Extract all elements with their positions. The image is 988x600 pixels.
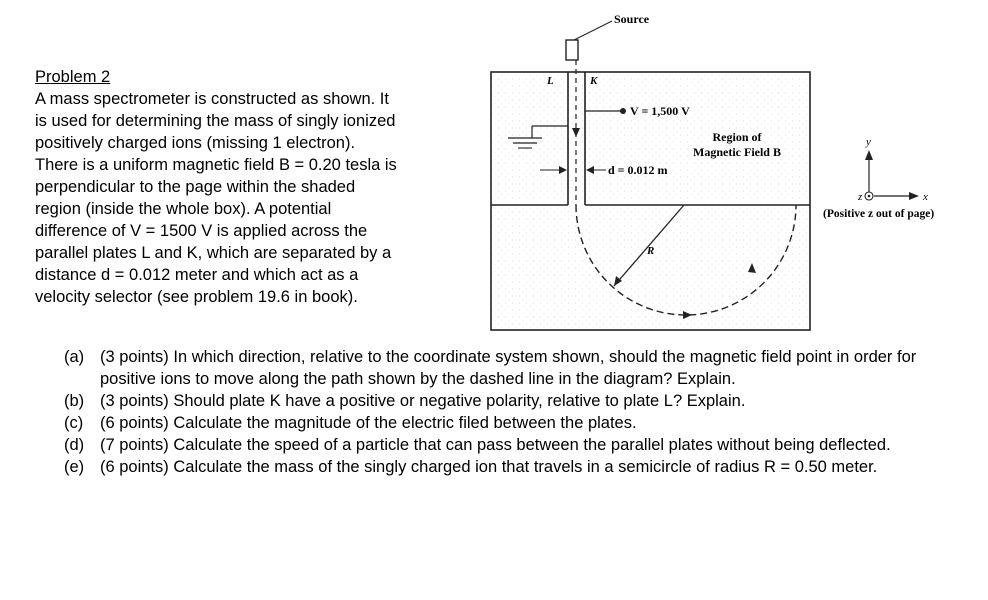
radius-label: R: [646, 245, 654, 257]
z-axis-label: z: [857, 191, 863, 203]
problem-body: A mass spectrometer is constructed as sh…: [35, 88, 475, 308]
problem-line: is used for determining the mass of sing…: [35, 112, 396, 130]
region-label-line1: Region of: [713, 130, 763, 144]
question-part: (d) (7 points) Calculate the speed of a …: [64, 434, 944, 456]
problem-line: difference of V = 1500 V is applied acro…: [35, 222, 368, 240]
voltage-label: V = 1,500 V: [630, 104, 690, 118]
part-label: (c): [64, 414, 84, 432]
problem-statement: Problem 2 A mass spectrometer is constru…: [35, 66, 475, 308]
radius-arrowhead: [614, 276, 622, 286]
y-axis-label: y: [865, 136, 871, 148]
problem-title: Problem 2: [35, 68, 111, 86]
problem-line: positively charged ions (missing 1 elect…: [35, 134, 356, 152]
path-arrow-down: [572, 128, 580, 137]
part-text: (3 points) Should plate K have a positiv…: [100, 392, 746, 410]
field-region-box: [490, 71, 811, 331]
source-label: Source: [614, 12, 650, 26]
part-text: (3 points) In which direction, relative …: [100, 348, 917, 388]
ion-path-semicircle: [575, 204, 797, 316]
question-part: (a) (3 points) In which direction, relat…: [64, 346, 944, 390]
part-label: (d): [64, 436, 85, 454]
problem-line: There is a uniform magnetic field B = 0.…: [35, 156, 397, 174]
y-axis-arrowhead: [865, 150, 873, 160]
path-arrow-bottom: [683, 311, 692, 319]
voltage-terminal: [620, 108, 626, 114]
radius-line: [613, 204, 685, 287]
problem-line: parallel plates L and K, which are separ…: [35, 244, 392, 262]
z-axis-dot: [867, 194, 871, 198]
distance-label: d = 0.012 m: [608, 163, 668, 177]
question-part: (b) (3 points) Should plate K have a pos…: [64, 390, 944, 412]
part-text: (7 points) Calculate the speed of a part…: [100, 436, 891, 454]
path-arrow-up: [748, 263, 756, 273]
part-label: (a): [64, 348, 85, 366]
part-label: (e): [64, 458, 85, 476]
x-axis-arrowhead: [909, 192, 919, 200]
ion-source: [565, 39, 579, 61]
problem-line: velocity selector (see problem 19.6 in b…: [35, 288, 358, 306]
question-parts: (a) (3 points) In which direction, relat…: [64, 346, 944, 478]
part-text: (6 points) Calculate the magnitude of th…: [100, 414, 637, 432]
plate-k-label: K: [589, 75, 598, 87]
region-label-line2: Magnetic Field B: [693, 145, 781, 159]
part-text: (6 points) Calculate the mass of the sin…: [100, 458, 878, 476]
positive-z-note: (Positive z out of page): [823, 208, 934, 220]
d-arrowhead-right: [586, 166, 594, 174]
x-axis-label: x: [922, 191, 928, 203]
problem-line: distance d = 0.012 meter and which act a…: [35, 266, 359, 284]
problem-line: region (inside the whole box). A potenti…: [35, 200, 332, 218]
d-arrowhead-left: [559, 166, 567, 174]
plate-l-label: L: [546, 75, 554, 87]
z-axis-symbol: [864, 191, 874, 201]
question-part: (c) (6 points) Calculate the magnitude o…: [64, 412, 944, 434]
problem-line: perpendicular to the page within the sha…: [35, 178, 356, 196]
source-leader: [573, 20, 613, 41]
question-part: (e) (6 points) Calculate the mass of the…: [64, 456, 944, 478]
part-label: (b): [64, 392, 85, 410]
problem-line: A mass spectrometer is constructed as sh…: [35, 90, 389, 108]
